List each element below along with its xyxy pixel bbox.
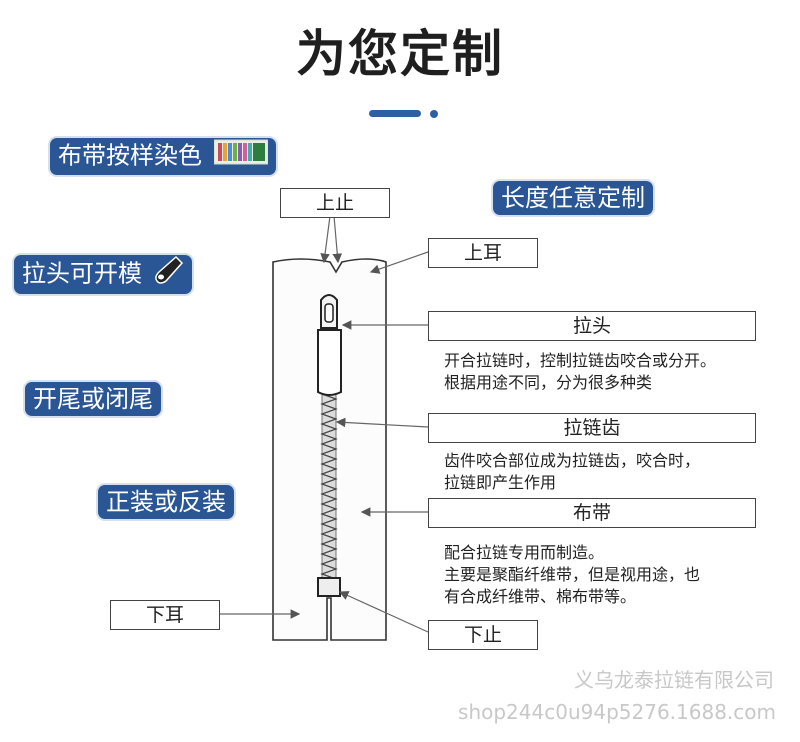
tape-desc-line: 有合成纤维带、棉布带等。 bbox=[444, 587, 637, 606]
label-tape: 布带 bbox=[428, 498, 756, 528]
zipper-pull-icon bbox=[154, 255, 184, 294]
teeth-description: 齿件咬合部位成为拉链齿，咬合时， 拉链即产生作用 bbox=[444, 450, 700, 494]
tape-description: 配合拉链专用而制造。 主要是聚酯纤维带，但是视用途，也 有合成纤维带、棉布带等。 bbox=[444, 542, 700, 608]
label-slider: 拉头 bbox=[428, 311, 756, 341]
color-swatch-icon bbox=[213, 138, 269, 175]
badge-dye-label: 布带按样染色 bbox=[58, 141, 202, 170]
label-teeth: 拉链齿 bbox=[428, 413, 756, 443]
badge-dye-to-sample: 布带按样染色 bbox=[50, 138, 276, 175]
tape-desc-line: 配合拉链专用而制造。 bbox=[444, 543, 605, 562]
teeth-desc-line: 齿件咬合部位成为拉链齿，咬合时， bbox=[444, 451, 701, 470]
page-title: 为您定制 bbox=[296, 25, 504, 83]
badge-slider-mold: 拉头可开模 bbox=[14, 255, 192, 294]
slider-desc-line: 根据用途不同，分为很多种类 bbox=[444, 373, 653, 392]
tape-desc-line: 主要是聚酯纤维带，但是视用途，也 bbox=[444, 565, 701, 584]
zipper-teeth bbox=[320, 391, 338, 585]
title-dot bbox=[430, 110, 438, 118]
badge-slider-label: 拉头可开模 bbox=[22, 259, 142, 288]
teeth-desc-line: 拉链即产生作用 bbox=[444, 473, 557, 492]
zipper-slider bbox=[317, 294, 342, 396]
label-bottom-ear: 下耳 bbox=[110, 600, 220, 630]
watermark-url: shop244c0u94p5276.1688.com bbox=[458, 700, 776, 724]
title-underline bbox=[369, 110, 421, 117]
label-top-stop: 上止 bbox=[280, 188, 390, 218]
label-top-ear: 上耳 bbox=[428, 238, 538, 268]
watermark-company: 义乌龙泰拉链有限公司 bbox=[574, 668, 774, 692]
badge-open-close-end: 开尾或闭尾 bbox=[25, 382, 161, 416]
badge-install-direction: 正装或反装 bbox=[98, 485, 234, 519]
slider-desc-line: 开合拉链时，控制拉链齿咬合或分开。 bbox=[444, 351, 717, 370]
slider-description: 开合拉链时，控制拉链齿咬合或分开。 根据用途不同，分为很多种类 bbox=[444, 350, 716, 394]
badge-custom-length: 长度任意定制 bbox=[493, 181, 653, 215]
label-bottom-stop: 下止 bbox=[428, 620, 538, 650]
zipper-bottom-stop bbox=[317, 577, 341, 597]
